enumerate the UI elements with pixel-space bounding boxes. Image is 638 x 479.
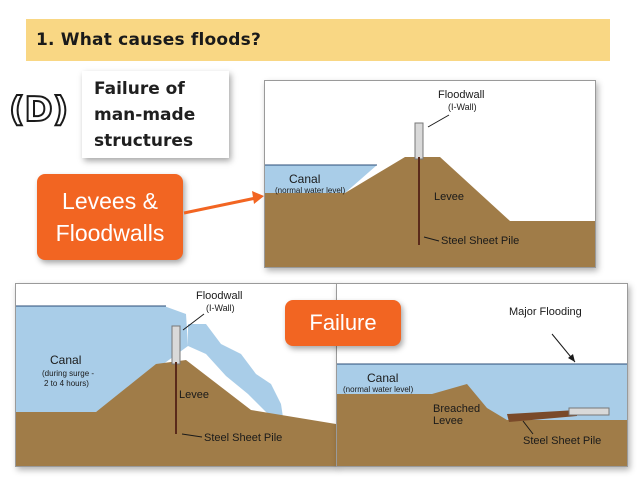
title-bar: 1. What causes floods? xyxy=(26,19,610,61)
label-floodwall: Floodwall xyxy=(438,89,484,101)
label-flooding: Major Flooding xyxy=(509,306,582,318)
label-levee: Levee xyxy=(179,389,209,401)
subtitle-line-2: man-made xyxy=(94,105,196,125)
subtitle-box: Failure of man-made structures xyxy=(82,71,229,158)
label-levee: Levee xyxy=(434,191,464,203)
diagram-surge: Floodwall (I-Wall) Canal (during surge -… xyxy=(15,283,337,467)
subtitle-line-1: Failure of xyxy=(94,79,185,99)
label-canal: Canal xyxy=(50,353,81,367)
callout-line-1: Levees & xyxy=(62,188,158,214)
label-breached: Breached xyxy=(433,403,480,415)
levees-floodwalls-callout: Levees & Floodwalls xyxy=(37,174,183,260)
label-canal-sub2: 2 to 4 hours) xyxy=(44,379,89,388)
section-letter-badge: (D) xyxy=(8,90,69,130)
label-canal: Canal xyxy=(289,172,320,186)
label-iwall: (I-Wall) xyxy=(448,102,477,112)
badge-letter: D xyxy=(24,90,54,130)
callout-line-2: Floodwalls xyxy=(55,220,165,246)
page-title: 1. What causes floods? xyxy=(36,30,262,50)
label-canal-sub1: (during surge - xyxy=(42,369,94,378)
label-pile: Steel Sheet Pile xyxy=(523,435,601,447)
diagram-normal-levee: Floodwall (I-Wall) Canal (normal water l… xyxy=(264,80,596,268)
label-canal: Canal xyxy=(367,371,398,385)
label-canal-sub: (normal water level) xyxy=(343,385,414,394)
label-iwall: (I-Wall) xyxy=(206,303,235,313)
subtitle-line-3: structures xyxy=(94,131,194,151)
label-pile: Steel Sheet Pile xyxy=(441,235,519,247)
label-canal-sub: (normal water level) xyxy=(275,186,346,195)
failure-callout: Failure xyxy=(285,300,401,346)
label-floodwall: Floodwall xyxy=(196,290,242,302)
label-breached-levee: Levee xyxy=(433,415,463,427)
label-pile: Steel Sheet Pile xyxy=(204,432,282,444)
